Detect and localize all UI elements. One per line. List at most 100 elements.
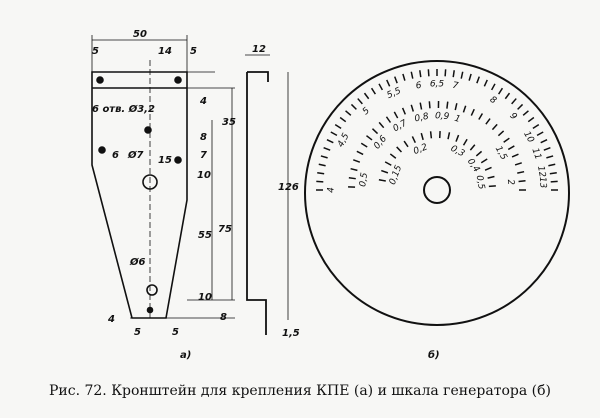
dial-tick xyxy=(507,145,515,151)
dial-scale-label: 6,5 xyxy=(430,80,445,90)
dial-scale-label: 0,6 xyxy=(372,134,389,152)
dial-tick xyxy=(485,118,491,125)
dial-tick xyxy=(371,128,379,135)
dim-15: 15 xyxy=(158,155,172,166)
dial-tick xyxy=(462,138,468,146)
label-b: б) xyxy=(428,349,440,361)
label-a: а) xyxy=(180,350,191,361)
dial-tick xyxy=(386,79,391,87)
dim-10b: 10 xyxy=(198,292,212,303)
dial-tick xyxy=(411,136,416,144)
dial-tick xyxy=(447,132,451,140)
dial-scale-label: 7 xyxy=(452,81,460,92)
dial-tick xyxy=(428,101,431,109)
dial-tick xyxy=(429,131,433,139)
dial-scale-label: 8 xyxy=(488,95,498,107)
dial-tick xyxy=(470,108,475,116)
dial-scale-label: 0,15 xyxy=(388,164,404,187)
dial-scale-label: 1 xyxy=(453,114,461,125)
dial-scale-label: 0,2 xyxy=(412,142,429,157)
dial-tick xyxy=(419,102,423,110)
dial-tick xyxy=(527,116,535,123)
dim-8b: 8 xyxy=(220,312,227,323)
dial-tick xyxy=(504,92,511,100)
dial-tick xyxy=(478,113,484,120)
dial-tick xyxy=(378,179,386,182)
dial-scale-label: 0,9 xyxy=(435,111,450,122)
dial-tick xyxy=(353,159,361,163)
dial-scale-label: 10 xyxy=(521,130,536,145)
dial-tick xyxy=(503,137,510,143)
dial-tick xyxy=(511,153,519,158)
dial-tick xyxy=(370,87,376,95)
dial-scale-label: 5 xyxy=(361,106,372,117)
dial-tick xyxy=(548,163,556,167)
dim-side-thickness: 1,5 xyxy=(282,328,300,339)
dial-scale-label: 4,5 xyxy=(336,132,352,150)
dial-tick xyxy=(402,73,406,81)
dial-scale-label: 12 xyxy=(535,165,547,178)
dial-scale-label: 0,7 xyxy=(392,118,410,134)
dim-side-top: 12 xyxy=(252,44,266,55)
dial-tick xyxy=(517,170,525,174)
dial-tick xyxy=(522,110,529,116)
dial-tick xyxy=(536,131,544,137)
dial-tick xyxy=(363,92,370,100)
dial-tick xyxy=(420,132,424,141)
dial-scale-label: 6 xyxy=(415,81,423,92)
dial-scale-label: 9 xyxy=(507,111,518,122)
dim-small-hole: Ø6 xyxy=(129,256,146,268)
holes-note: 6 отв. Ø3,2 xyxy=(92,103,155,115)
dim-width: 50 xyxy=(133,29,147,40)
dim-8: 8 xyxy=(200,132,207,143)
dim-left: 5 xyxy=(92,46,99,57)
dial-tick xyxy=(491,123,498,131)
dial-tick xyxy=(334,123,342,129)
dial-scale-label: 0,5 xyxy=(474,175,486,191)
dial-tick xyxy=(468,73,472,81)
dial-scale-label: 0,8 xyxy=(414,112,430,125)
dial-scale-label: 1,5 xyxy=(493,145,509,163)
bracket-front-view xyxy=(91,35,235,319)
dial-scale-label: 0,3 xyxy=(449,144,467,160)
dial-tick xyxy=(394,76,398,84)
dial-tick xyxy=(396,146,403,153)
dim-6: 6 xyxy=(112,150,119,161)
dial-tick xyxy=(378,83,384,91)
dial-tick xyxy=(487,175,495,179)
dial-tick xyxy=(323,147,331,151)
dial-tick xyxy=(384,161,392,166)
dim-spacing: 14 xyxy=(158,46,172,57)
dial-scale-label: 13 xyxy=(537,177,548,189)
figure-caption: Рис. 72. Кронштейн для крепления КПЕ (а)… xyxy=(48,383,552,399)
dial-tick xyxy=(455,134,460,142)
dial-tick xyxy=(389,153,397,159)
dial-scale-label: 0,4 xyxy=(465,157,481,175)
dim-5b: 5 xyxy=(172,327,179,338)
dial-outline xyxy=(304,60,570,326)
dial-tick xyxy=(454,103,458,111)
dim-75: 75 xyxy=(218,224,232,235)
bracket-side-view xyxy=(245,54,289,335)
dial-tick xyxy=(462,105,467,113)
dim-7: 7 xyxy=(200,150,207,161)
dial-tick xyxy=(381,169,389,174)
dial-tick xyxy=(318,163,326,167)
dial-tick xyxy=(393,111,399,119)
dial-tick xyxy=(330,131,338,137)
dial-tick xyxy=(490,83,496,91)
dial-tick xyxy=(549,172,557,175)
dial-tick xyxy=(484,166,492,171)
dial-tick xyxy=(480,158,488,164)
dim-35: 35 xyxy=(222,117,236,128)
dial-tick xyxy=(498,87,504,95)
dim-55: 55 xyxy=(198,230,212,241)
dial-scale-label: 2 xyxy=(505,179,516,186)
dial-tick xyxy=(511,98,517,105)
dial-tick xyxy=(378,121,385,129)
dial-tick xyxy=(345,110,352,116)
dial-tick xyxy=(543,147,551,151)
dial-tick xyxy=(446,101,449,109)
dial-tick xyxy=(540,139,548,144)
dial-tick xyxy=(320,155,328,159)
